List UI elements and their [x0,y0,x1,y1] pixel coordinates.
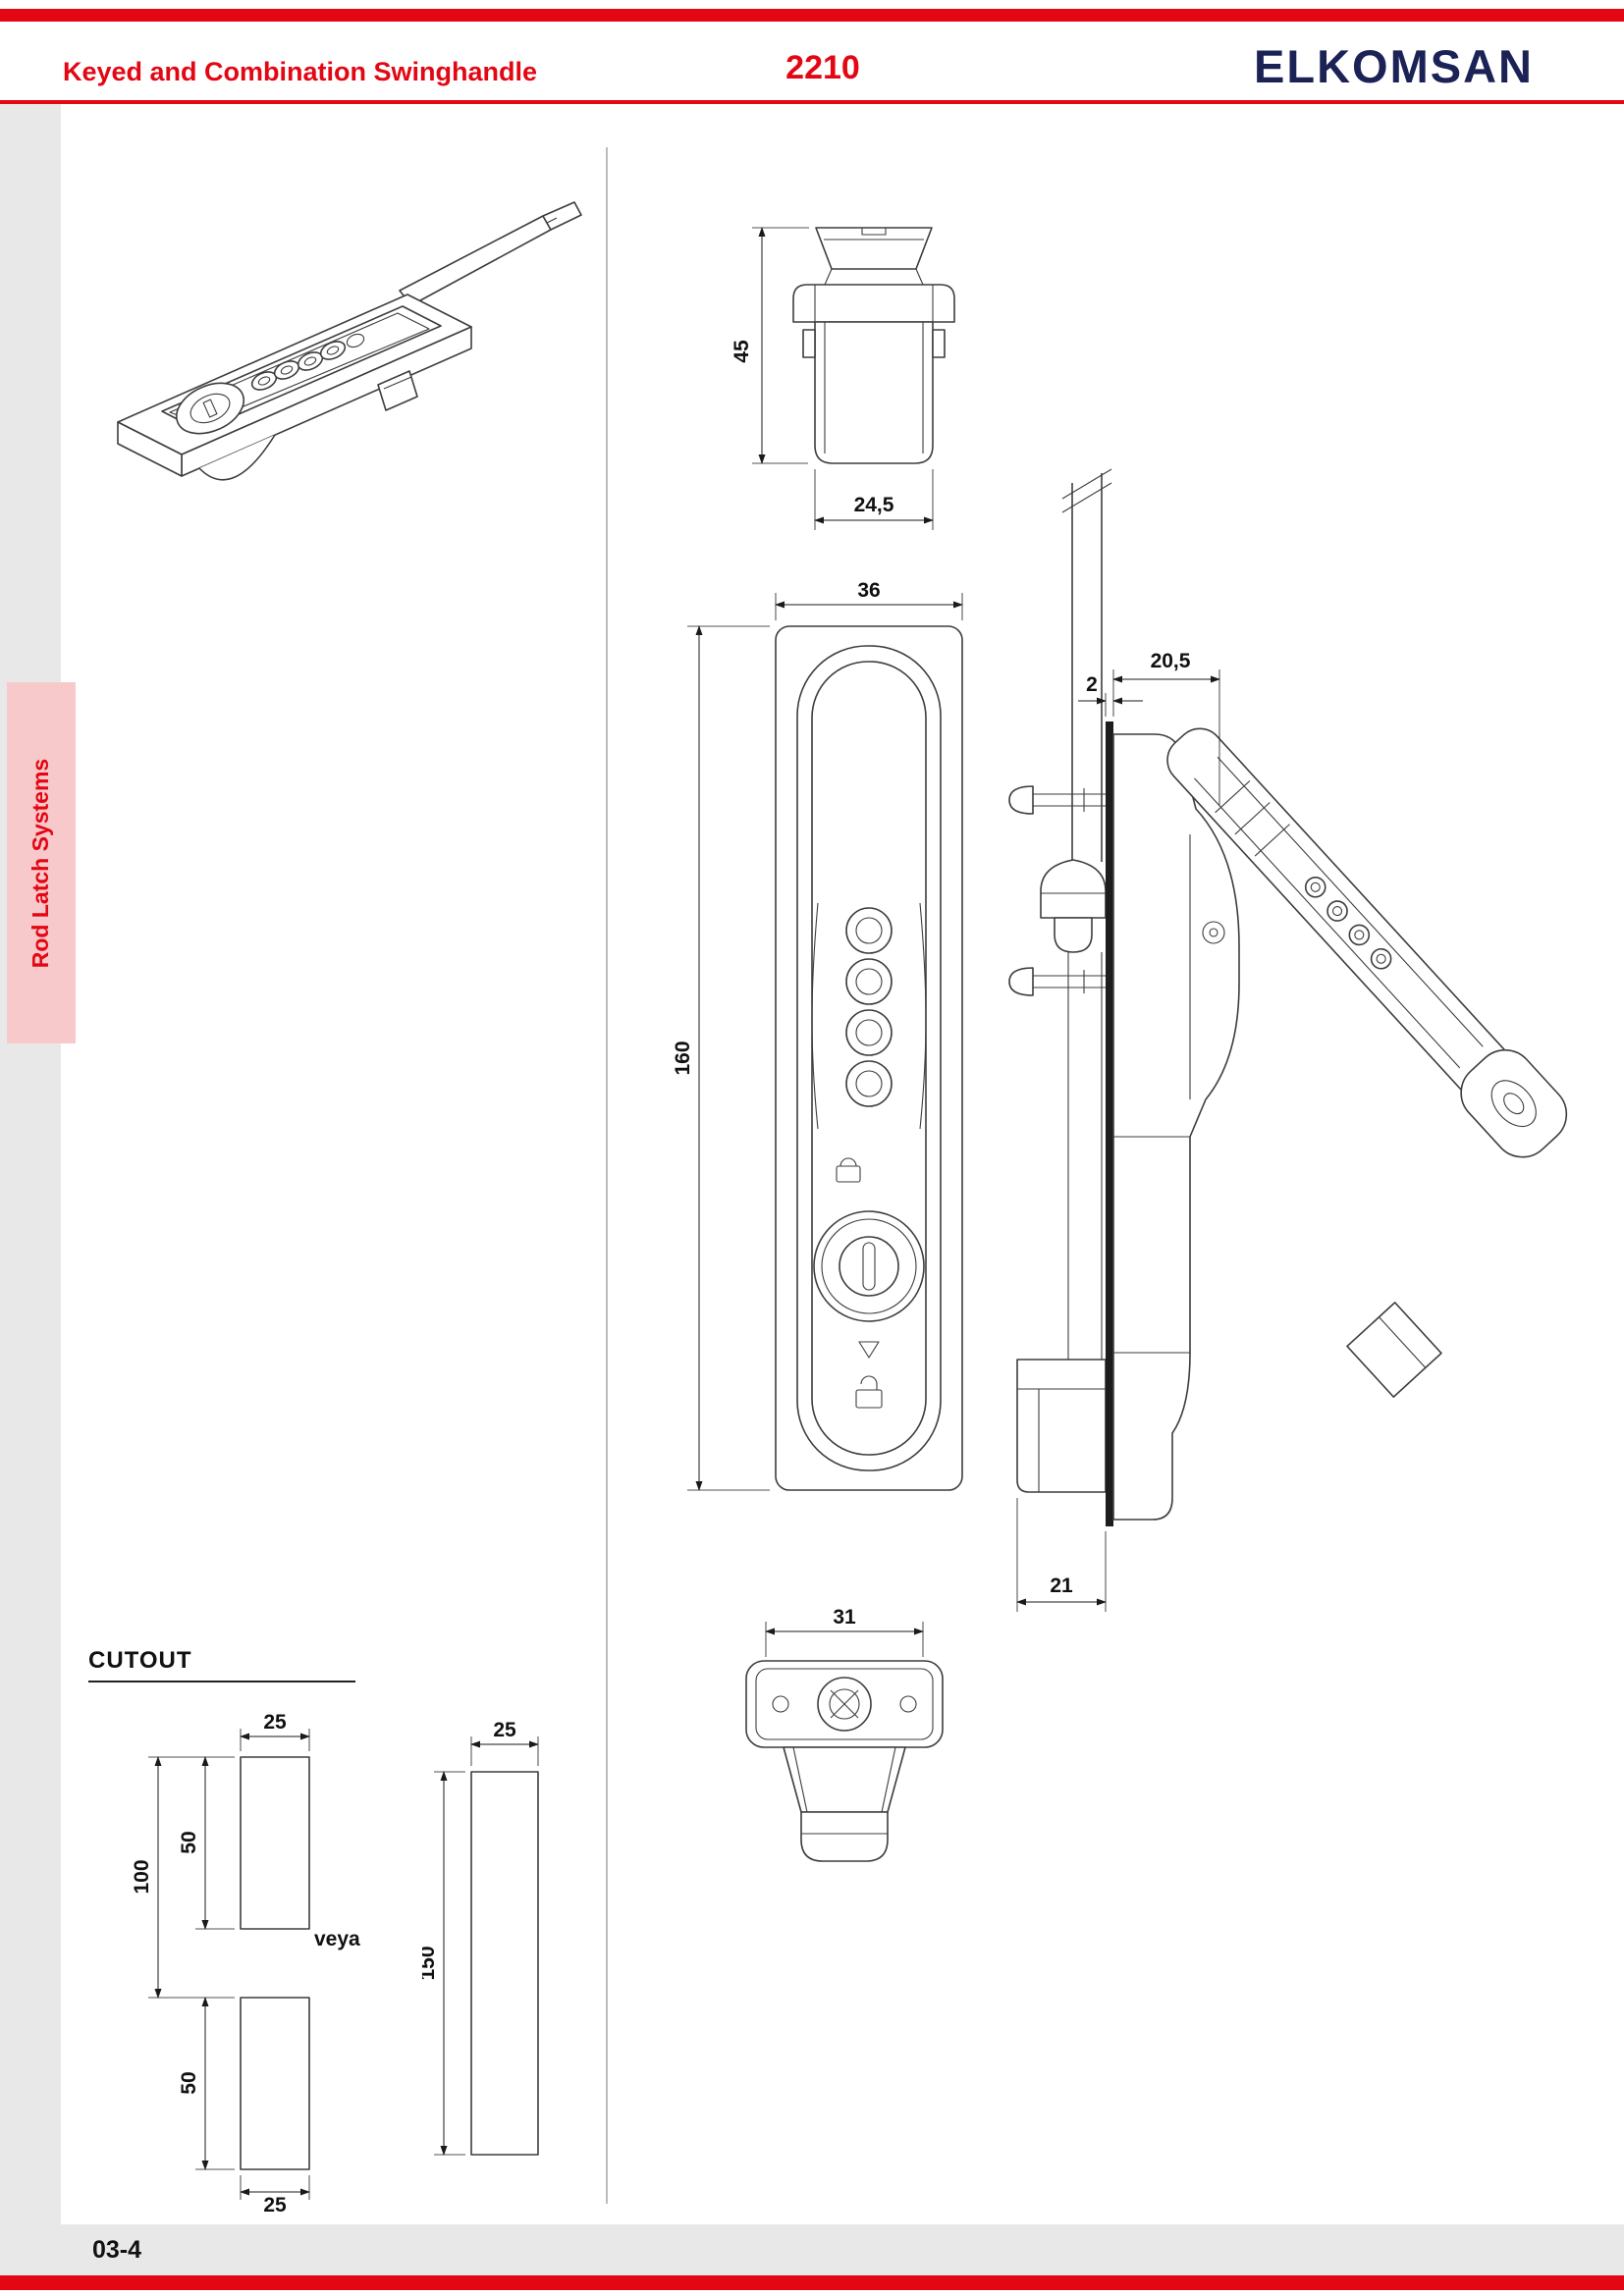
combination-dials [845,907,893,1107]
bottom-view-drawing: 31 [745,1606,944,1862]
rod-guide-bracket [1346,1302,1442,1398]
dimension-2: 2 [1078,673,1143,717]
dimension-label: 21 [1050,1575,1073,1597]
dimension-31: 31 [765,1606,924,1657]
dimension-label: 24,5 [854,494,894,516]
dimension-label: 50 [178,1831,200,1853]
dimension-label: 31 [833,1606,856,1629]
unlock-icon [836,1157,861,1183]
cutout-rect-bottom [240,1997,310,2170]
dimension-45: 45 [731,227,809,464]
dimension-label: 36 [857,579,880,602]
dimension-20-5: 20,5 [1112,650,1220,805]
latch-rod [399,201,582,306]
handle-body-profile [1112,733,1240,1521]
cutout-rect-top [240,1756,310,1930]
bottom-body [745,1660,944,1862]
dimension-36: 36 [775,579,963,620]
padlock-icon [855,1375,883,1409]
model-number: 2210 [785,49,860,86]
dimension-label: 25 [263,2194,287,2214]
triangle-marker-icon [858,1341,880,1359]
cutout-or-label: veya [314,1928,360,1950]
dimension-24-5: 24,5 [814,469,934,530]
bottom-accent-bar [0,2275,1624,2290]
dimension-label: 20,5 [1151,650,1191,672]
cutout-double-drawing: 25 50 100 50 25 [131,1711,310,2214]
latch-rod [1061,468,1112,862]
dimension-150: 150 [422,1771,465,2156]
front-view-drawing: 36 160 [672,579,963,1491]
dimension-21: 21 [1016,1498,1107,1612]
dimension-label: 100 [131,1859,153,1894]
side-view-drawing: 20,5 2 21 [1008,468,1568,1612]
dimension-50-bottom: 50 [178,1997,235,2170]
dimension-label: 2 [1086,673,1098,696]
dimension-25-top: 25 [240,1711,310,1751]
left-gray-band [0,104,61,2224]
dimension-label: 150 [422,1946,439,1980]
swung-open-handle [1166,727,1568,1158]
mounting-studs [1008,785,1106,996]
cam-cone [1040,859,1107,1360]
dimension-50-top: 50 [148,1756,235,1930]
sidebar-tab-rod-latch-systems: Rod Latch Systems [7,682,76,1043]
dimension-25: 25 [470,1719,539,1766]
dimension-100: 100 [131,1756,235,1999]
key-cylinder [813,1210,925,1322]
column-divider [606,147,608,2204]
header-rule [0,100,1624,104]
dimension-label: 25 [263,1711,287,1734]
dimension-label: 25 [493,1719,516,1741]
handle-head-outline [792,227,955,464]
page-number: 03-4 [92,2236,142,2264]
cutout-single-drawing: 25 150 [422,1719,539,2156]
cutout-rect-single [470,1771,539,2156]
page-title: Keyed and Combination Swinghandle [63,57,538,86]
dimension-label: 50 [178,2071,200,2094]
cutout-section-title: CUTOUT [88,1647,355,1682]
brand-logo: ELKOMSAN [1254,40,1534,92]
door-panel [1106,721,1113,1526]
faceplate [775,625,963,1491]
key-cylinder [176,382,244,435]
top-view-drawing: 45 24,5 [731,227,955,530]
footer-band [0,2224,1624,2275]
top-accent-bar [0,9,1624,22]
dimension-160: 160 [672,625,770,1491]
latch-block [1016,1359,1107,1493]
dimension-label: 45 [731,340,753,363]
combination-dials [250,333,365,391]
isometric-view-drawing [117,201,582,481]
dimension-label: 160 [672,1041,694,1075]
sidebar-tab-label: Rod Latch Systems [27,758,54,968]
dimension-25-bottom: 25 [240,2175,310,2214]
